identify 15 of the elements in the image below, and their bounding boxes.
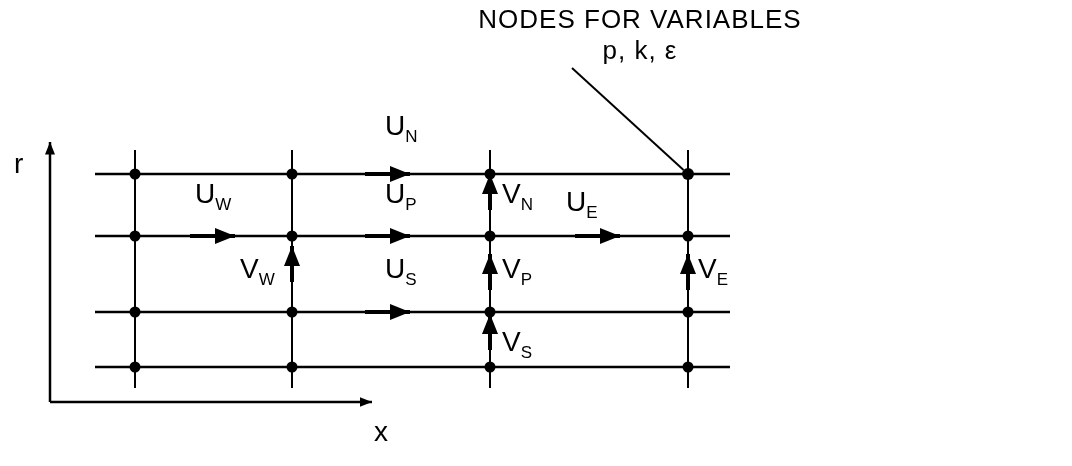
velocity-label: V$_{N}$ [502, 180, 533, 213]
callout-text: NODES FOR VARIABLES p, k, ε [477, 4, 803, 66]
axis-label: x [374, 418, 388, 446]
axis-label: r [14, 150, 24, 178]
grid-node-dot [682, 168, 694, 180]
leader-line [571, 67, 685, 171]
velocity-label: V$_{P}$ [502, 255, 533, 288]
velocity-label: U$_{N}$ [385, 112, 418, 145]
velocity-label: U$_{P}$ [385, 180, 417, 213]
velocity-label: U$_{E}$ [566, 188, 598, 221]
velocity-label: U$_{W}$ [195, 180, 232, 213]
velocity-label: V$_{S}$ [502, 328, 533, 361]
velocity-label: U$_{S}$ [385, 255, 417, 288]
velocity-label: V$_{W}$ [240, 255, 275, 288]
velocity-label: V$_{E}$ [698, 255, 729, 288]
